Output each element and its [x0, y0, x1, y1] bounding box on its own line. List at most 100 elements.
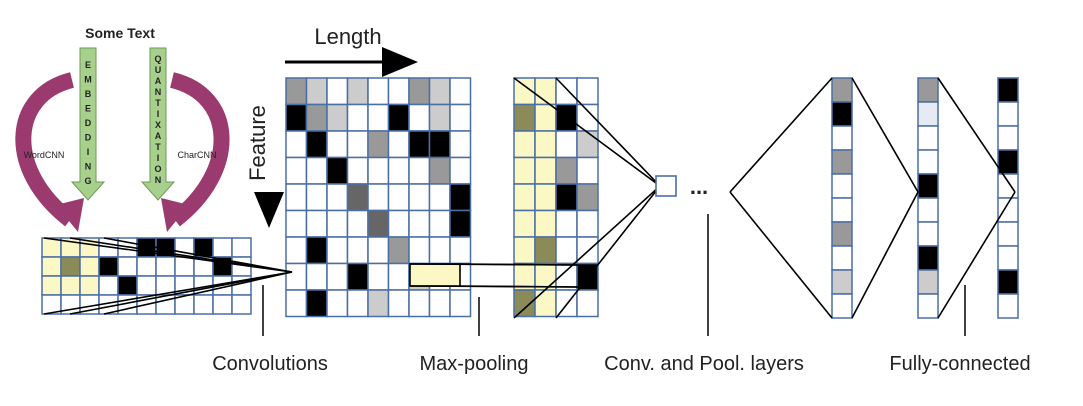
fc1-cell [917, 77, 939, 103]
feature-map-cell [346, 156, 369, 185]
feature-map-cell [326, 236, 349, 265]
pooled-cell [513, 209, 536, 238]
feature-map-cell [408, 209, 431, 238]
pooled-cell [534, 183, 557, 212]
feature-map-cell [326, 103, 349, 132]
conv-connections [43, 237, 293, 315]
feature-map-cell [449, 103, 472, 132]
feature-map-cell [305, 262, 328, 291]
fc2-cell [997, 245, 1019, 271]
conv-layer-cell [831, 197, 853, 223]
pooled-cell [534, 130, 557, 159]
leader-lines [262, 214, 966, 336]
max-pooling-label: Max-pooling [420, 353, 529, 375]
fully-connected-label: Fully-connected [889, 353, 1030, 375]
feature-map-cell [346, 236, 369, 265]
feature-map-cell [449, 156, 472, 185]
feature-map-cell [305, 156, 328, 185]
feature-map-cell [305, 209, 328, 238]
pooled-cell [555, 156, 578, 185]
input-cell [212, 294, 233, 315]
feature-map-cell [305, 236, 328, 265]
embedding-letter: M [84, 75, 92, 85]
input-cell [98, 256, 119, 277]
feature-map-cell [387, 130, 410, 159]
conv-layer-cell [831, 125, 853, 151]
pooled-matrix [513, 77, 599, 318]
feature-map-cell [326, 183, 349, 212]
pooled-cell [576, 77, 599, 106]
input-cell [136, 275, 157, 296]
feature-map-cell [428, 183, 451, 212]
feature-map-cell [326, 77, 349, 106]
feature-map-cell [408, 156, 431, 185]
fc2-cell [997, 77, 1019, 103]
embedding-letter: G [84, 176, 91, 186]
pooled-cell [576, 130, 599, 159]
input-cell [60, 256, 81, 277]
embedding-letter: E [85, 104, 91, 114]
feature-map-cell [428, 289, 451, 318]
pooled-cell [576, 289, 599, 318]
feature-map-cell [387, 209, 410, 238]
fc1-cell [917, 269, 939, 295]
input-cell [41, 275, 62, 296]
feature-map-cell [326, 289, 349, 318]
conv-layer-cell [831, 245, 853, 271]
pooled-cell [555, 183, 578, 212]
char-cnn-label: CharCNN [177, 150, 216, 160]
feature-map-cell [285, 209, 308, 238]
pooled-cell [555, 289, 578, 318]
feature-map-cell [305, 130, 328, 159]
feature-map-cell [346, 289, 369, 318]
pooled-cell [513, 130, 536, 159]
quantization-letter: T [155, 98, 161, 108]
quantization-letter: T [155, 142, 161, 152]
feature-map-cell [285, 156, 308, 185]
input-cell [231, 294, 252, 315]
feature-map-cell [449, 183, 472, 212]
fc2-cell [997, 221, 1019, 247]
feature-map-cell [408, 77, 431, 106]
conv-layer-connections [729, 77, 919, 319]
feature-map-cell [408, 103, 431, 132]
feature-map-cell [346, 209, 369, 238]
feature-map-cell [285, 103, 308, 132]
feature-map-cell [428, 130, 451, 159]
feature-map-cell [285, 289, 308, 318]
input-cell [155, 256, 176, 277]
feature-map-cell [428, 236, 451, 265]
pooled-cell [534, 289, 557, 318]
feature-map-cell [367, 130, 390, 159]
input-cell [174, 256, 195, 277]
conv-layer-column [831, 77, 853, 319]
feature-map-cell [387, 103, 410, 132]
feature-map-cell [408, 130, 431, 159]
feature-map-cell [408, 289, 431, 318]
pooled-cell [555, 130, 578, 159]
feature-map-cell [428, 103, 451, 132]
feature-map-cell [367, 262, 390, 291]
pooled-cell [576, 209, 599, 238]
input-cell [41, 237, 62, 258]
quantization-letter: U [155, 65, 162, 75]
fc1-cell [917, 245, 939, 271]
feature-map-cell [367, 289, 390, 318]
pooled-cell [513, 103, 536, 132]
fc1-cell [917, 149, 939, 175]
feature-map-cell [367, 77, 390, 106]
quantization-letter: A [155, 131, 162, 141]
feature-map-cell [285, 183, 308, 212]
quantization-letter: N [155, 175, 162, 185]
conv-layer-cell [831, 149, 853, 175]
embedding-letter: I [87, 147, 90, 157]
input-cell [79, 275, 100, 296]
feature-map-cell [346, 103, 369, 132]
quantization-letter: Q [154, 54, 161, 64]
feature-map-cell [367, 156, 390, 185]
feature-map-cell [408, 183, 431, 212]
feature-map-cell [449, 130, 472, 159]
feature-map-cell [387, 236, 410, 265]
feature-map-cell [305, 289, 328, 318]
